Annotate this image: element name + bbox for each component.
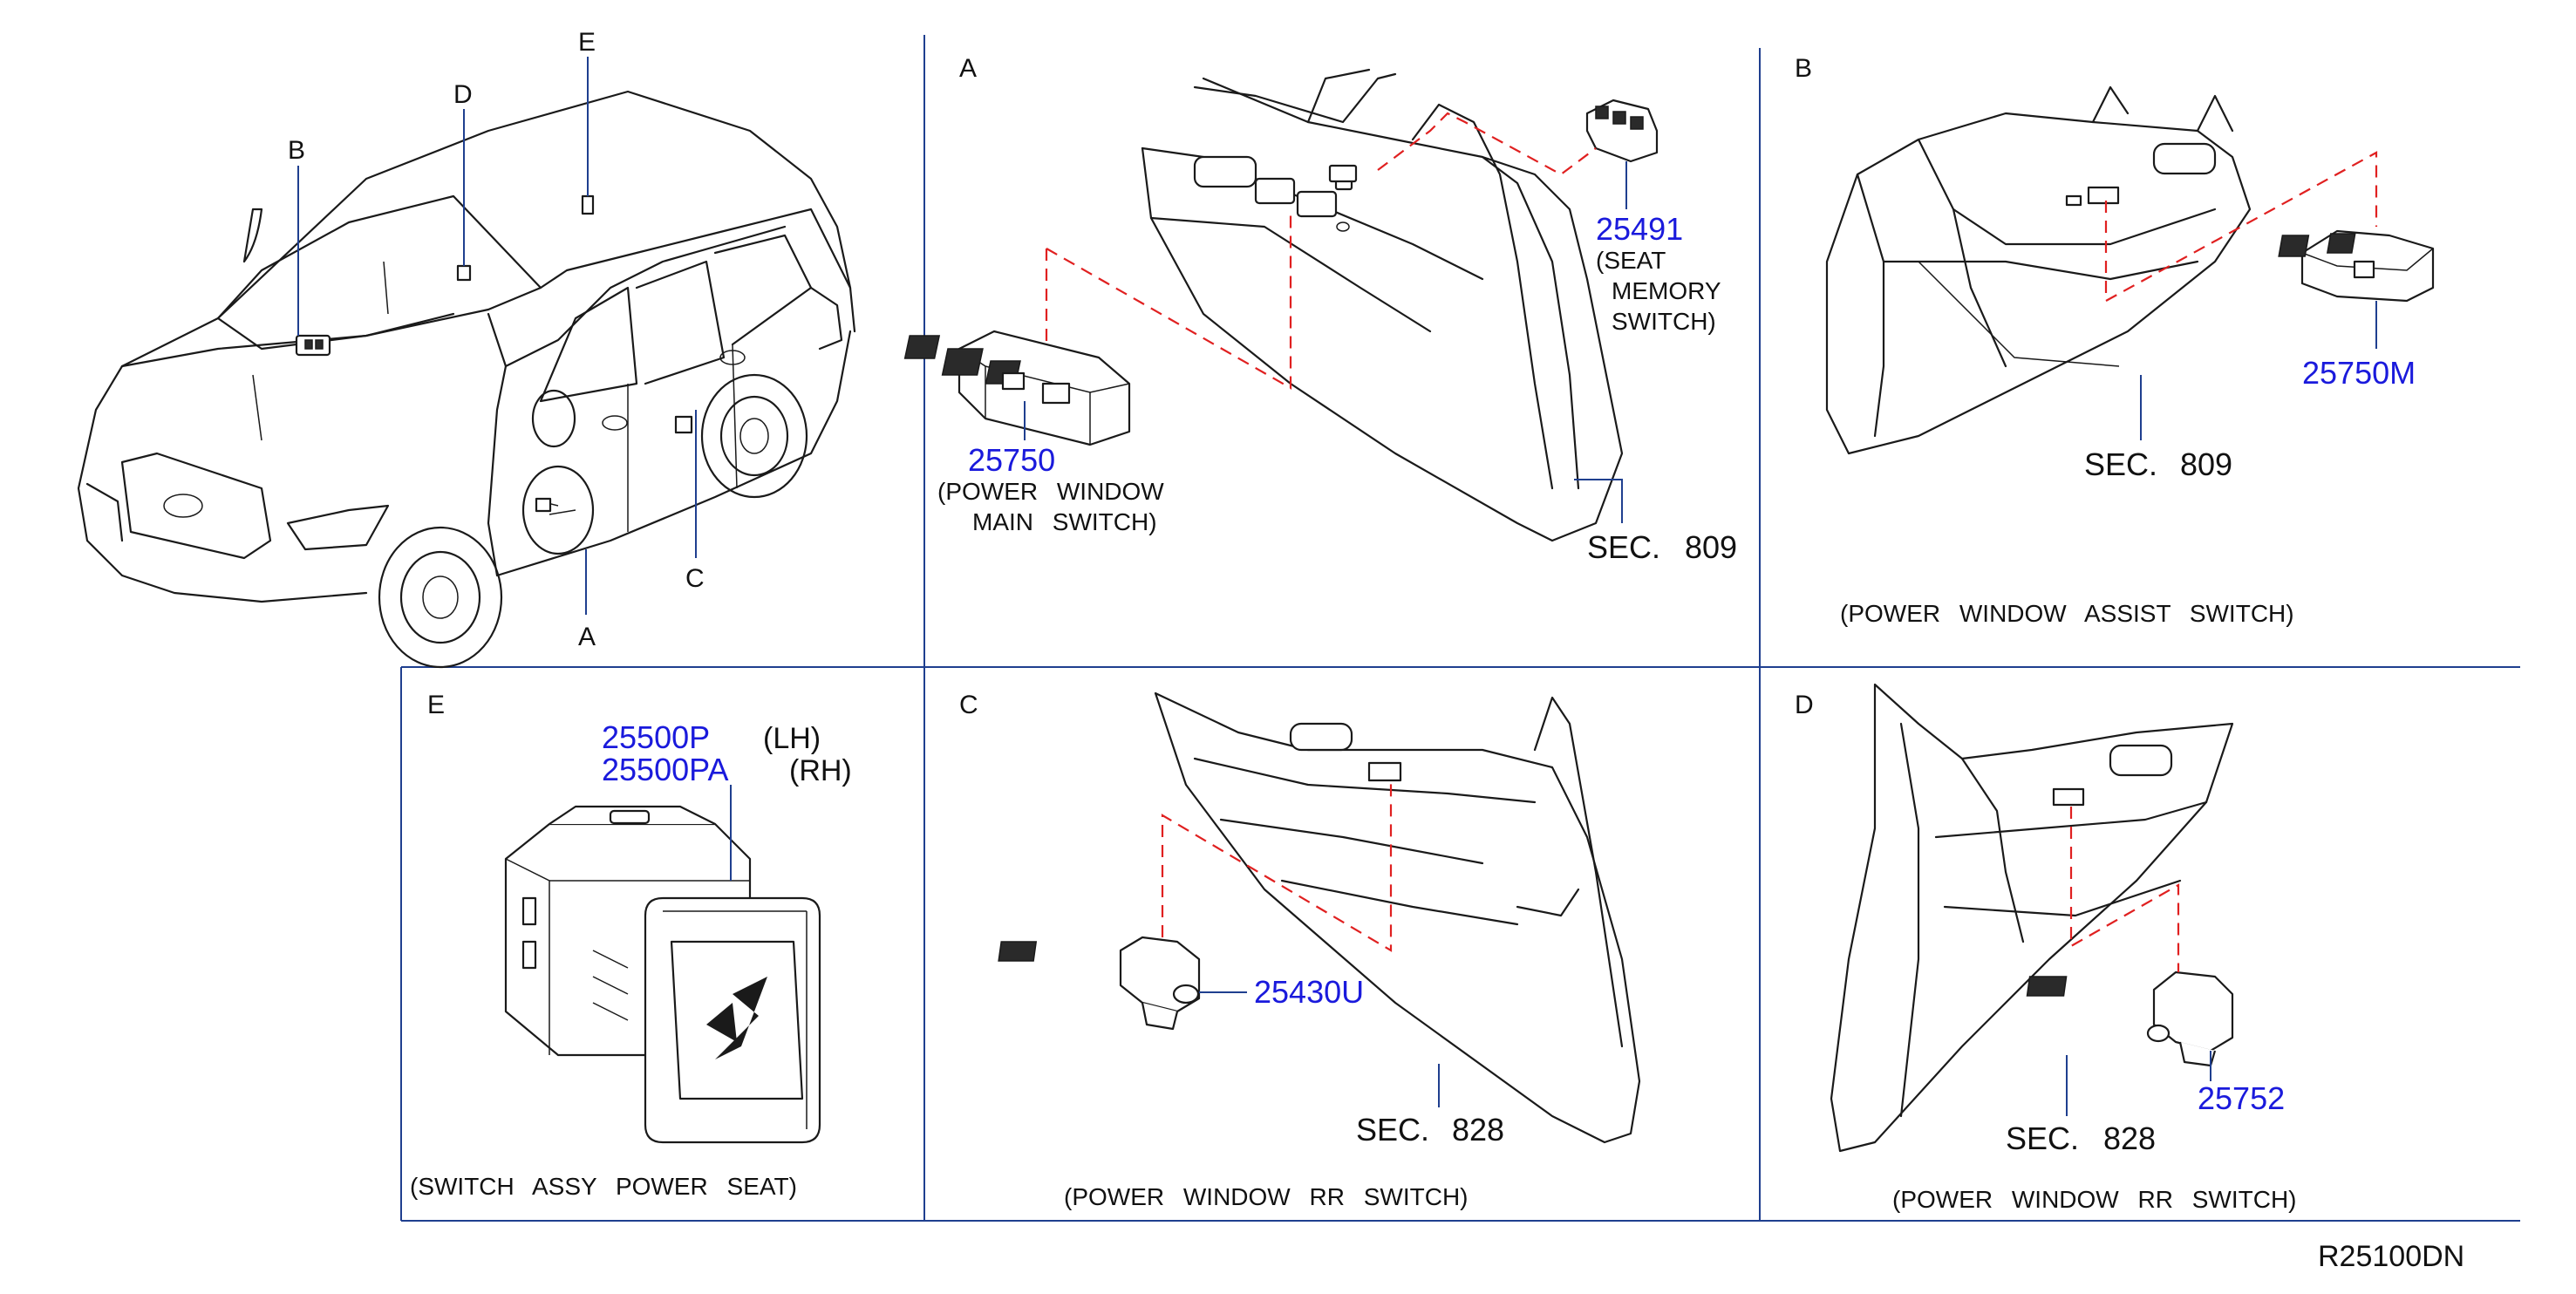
memory-switch-part (1585, 99, 1659, 163)
callout-e: E (578, 28, 596, 57)
panel-d-leaders (2066, 1051, 2211, 1116)
panel-d-sec-label: SEC. (2006, 1120, 2079, 1156)
panel-d-sec-number: 828 (2103, 1120, 2156, 1156)
rr-switch-d-part (2026, 970, 2234, 1067)
panel-e-caption: (SWITCH ASSY POWER SEAT) (410, 1173, 797, 1200)
panel-a-sec-label: SEC. (1587, 529, 1660, 565)
panel-b-sec-number: 809 (2180, 446, 2232, 482)
seat-switch-side-lh: (LH) (763, 722, 821, 755)
panel-a-door-trim (1141, 68, 1624, 542)
panel-a-letter: A (959, 54, 977, 83)
memory-switch-caption-1: (SEAT (1596, 247, 1666, 274)
seat-switch-part-number-rh: 25500PA (602, 752, 728, 787)
assist-switch-part-number: 25750M (2302, 355, 2416, 391)
diagram-reference-code: R25100DN (2318, 1240, 2464, 1273)
callout-a: A (578, 623, 596, 651)
panel-b-door-trim (1825, 85, 2252, 455)
seat-switch-side-rh: (RH) (789, 754, 852, 787)
panel-c-letter: C (959, 691, 978, 719)
panel-d-letter: D (1795, 691, 1814, 719)
panel-c-sec-label: SEC. (1356, 1112, 1429, 1148)
callout-c: C (685, 564, 705, 593)
main-switch-caption-1: (POWER WINDOW (937, 478, 1164, 505)
callout-d: D (453, 80, 473, 109)
rr-switch-c-part-number: 25430U (1254, 974, 1364, 1010)
panel-b-sec-label: SEC. (2084, 446, 2157, 482)
vehicle-overview (77, 90, 856, 669)
panel-a-leaders (1024, 161, 1627, 523)
panel-b-dashed (2104, 151, 2378, 303)
memory-switch-caption-2: MEMORY (1612, 277, 1721, 304)
panel-a-dashed (1045, 112, 1597, 390)
seat-switch-part (504, 805, 821, 1144)
main-switch-caption-2: MAIN SWITCH) (972, 508, 1157, 535)
memory-switch-caption-3: SWITCH) (1612, 308, 1716, 335)
panel-b-caption: (POWER WINDOW ASSIST SWITCH) (1840, 600, 2294, 627)
panel-a-sec-number: 809 (1685, 529, 1737, 565)
panel-e-letter: E (427, 691, 445, 719)
rr-switch-d-part-number: 25752 (2198, 1080, 2285, 1116)
seat-switch-part-number-lh: 25500P (602, 719, 710, 755)
main-switch-part-number: 25750 (968, 442, 1055, 478)
panel-c-leaders (1199, 991, 1440, 1107)
panel-c-dashed (1161, 780, 1393, 952)
callout-b: B (288, 136, 305, 165)
panel-b-letter: B (1795, 54, 1812, 83)
panel-d-dashed (2069, 807, 2180, 972)
panel-c-caption: (POWER WINDOW RR SWITCH) (1064, 1183, 1469, 1210)
panel-d-caption: (POWER WINDOW RR SWITCH) (1892, 1186, 2297, 1213)
panel-b-leaders (2140, 301, 2377, 440)
panel-d-door-trim (1830, 683, 2234, 1153)
panel-frame (400, 35, 2520, 1222)
memory-switch-part-number: 25491 (1596, 211, 1683, 247)
panel-c-door-trim (1154, 691, 1641, 1144)
main-switch-part (903, 330, 1131, 446)
assist-switch-part (2278, 229, 2435, 303)
overview-leaders (297, 57, 697, 615)
rr-switch-c-part (998, 936, 1201, 1031)
panel-c-sec-number: 828 (1452, 1112, 1504, 1148)
